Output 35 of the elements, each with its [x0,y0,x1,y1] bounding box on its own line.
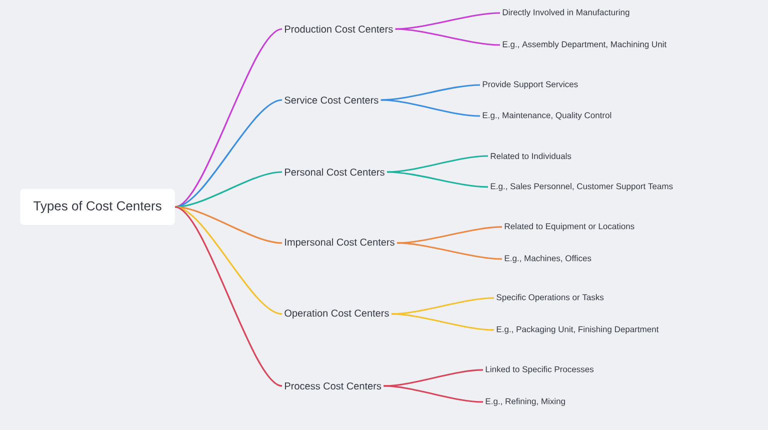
connector [386,171,488,188]
connector [380,99,480,117]
connector [391,313,494,331]
connector [395,28,500,46]
leaf-label: E.g., Maintenance, Quality Control [482,112,612,120]
branch-label: Service Cost Centers [284,96,378,104]
connector [396,226,502,244]
branch-label: Personal Cost Centers [285,168,384,176]
connector [391,297,494,315]
leaf-label: E.g., Refining, Mixing [486,398,565,406]
leaf-label: Related to Individuals [490,152,572,160]
leaf-label: Specific Operations or Tasks [496,294,604,302]
branch-label: Impersonal Cost Centers [285,238,394,248]
connector [395,12,500,30]
connector [174,171,282,208]
branch-label: Production Cost Centers [285,25,393,33]
leaf-label: E.g., Assembly Department, Machining Unit [502,41,667,49]
branch-label: Operation Cost Centers [284,309,389,319]
connector [386,155,488,173]
connector [174,28,282,208]
connector [380,84,480,101]
leaf-label: E.g., Machines, Offices [504,255,592,263]
connector [396,242,502,260]
connector [384,369,484,387]
topic-box: Types of Cost Centers [20,188,175,226]
connector [174,206,282,244]
leaf-label: E.g., Packaging Unit, Finishing Department [496,326,659,334]
connector [384,385,484,403]
leaf-label: Related to Equipment or Locations [504,223,634,231]
connector [174,206,282,387]
leaf-label: Directly Involved in Manufacturing [502,9,630,17]
leaf-label: Provide Support Services [482,81,578,89]
branch-label: Process Cost Centers [285,382,382,390]
leaf-label: Linked to Specific Processes [486,366,594,374]
leaf-label: E.g., Sales Personnel, Customer Support Teams [490,183,673,191]
